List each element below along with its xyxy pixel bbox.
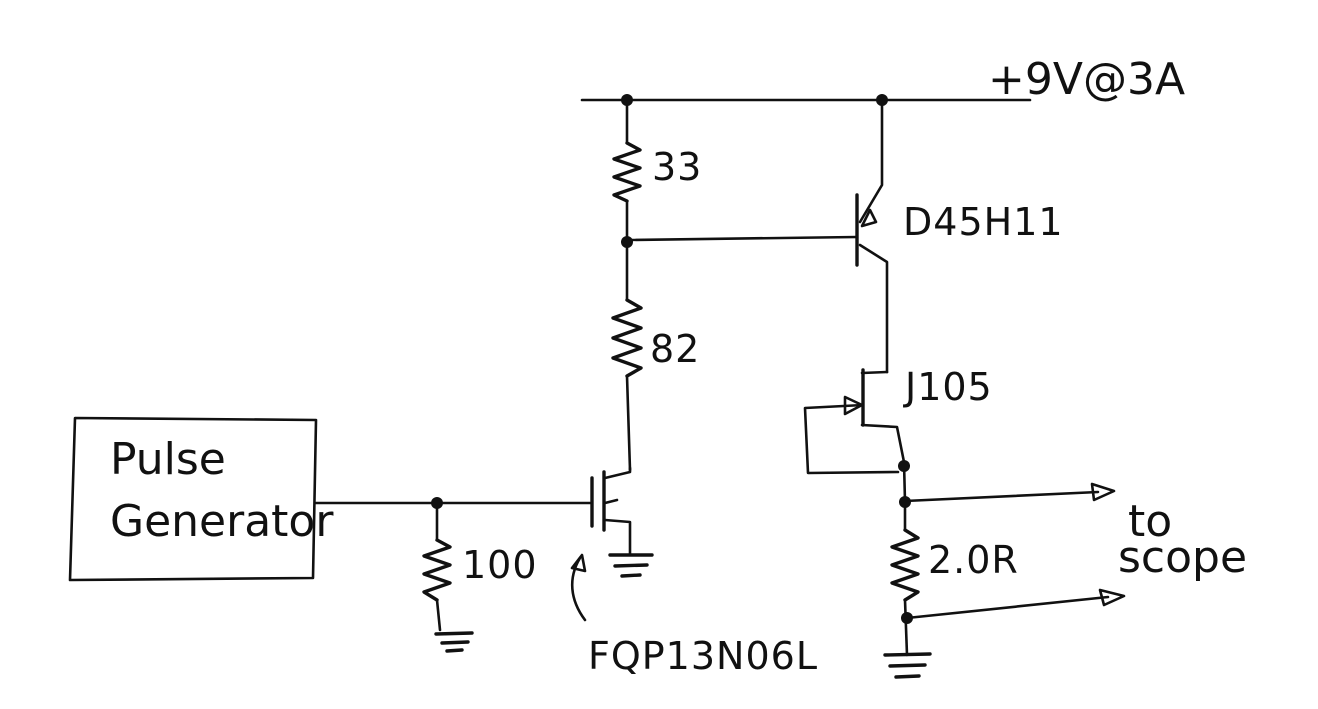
- resistor-sense: [890, 500, 920, 657]
- mosfet: [590, 466, 654, 578]
- pulse-generator-box: [68, 416, 318, 582]
- output-label-scope: scope: [1118, 532, 1247, 583]
- pulse-generator-line2: Generator: [110, 496, 334, 547]
- mosfet-pointer: [570, 553, 587, 622]
- pulse-generator-line1: Pulse: [110, 434, 226, 485]
- supply-label: +9V@3A: [988, 54, 1185, 105]
- resistor-100: [422, 501, 474, 653]
- jfet: [803, 368, 906, 475]
- output-label-to: to: [1128, 496, 1172, 547]
- resistor-82: [611, 240, 643, 472]
- mosfet-label: FQP13N06L: [588, 634, 818, 678]
- resistor-sense-label: 2.0R: [928, 538, 1019, 582]
- resistor-100-label: 100: [462, 543, 538, 587]
- base-wire: [625, 235, 859, 242]
- resistor-82-label: 82: [650, 327, 700, 371]
- resistor-33-label: 33: [652, 145, 702, 189]
- resistor-33: [612, 98, 642, 244]
- jfet-label: J105: [903, 365, 993, 409]
- ground-symbol: [883, 652, 932, 679]
- pnp-transistor: [855, 98, 889, 374]
- transistor-label: D45H11: [903, 200, 1064, 244]
- junction-dots: [431, 94, 913, 624]
